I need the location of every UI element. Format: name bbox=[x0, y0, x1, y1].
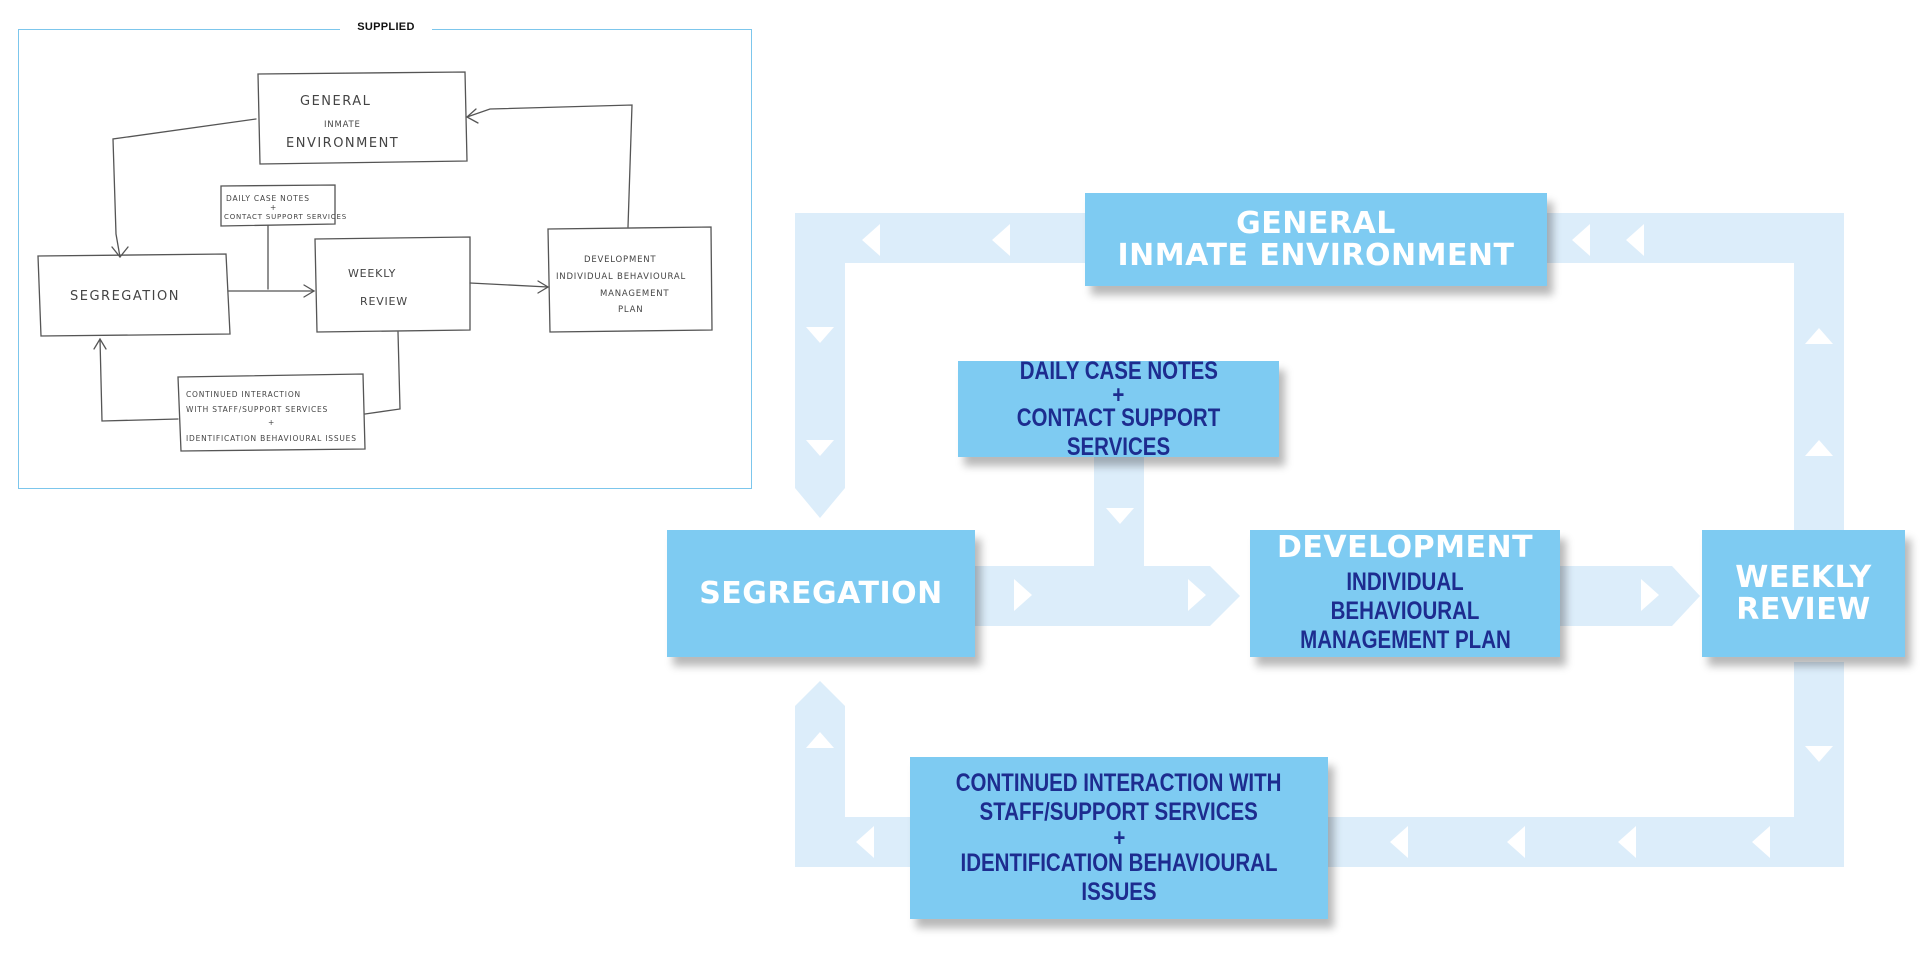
sketch-dev-l3: MANAGEMENT bbox=[600, 289, 669, 299]
chevron-up-1 bbox=[1805, 328, 1833, 344]
chevron-left-7 bbox=[1618, 826, 1636, 858]
sketch-dev-l1: DEVELOPMENT bbox=[584, 255, 656, 265]
sketch-box-segregation bbox=[37, 253, 231, 337]
notes-l2: + bbox=[1112, 380, 1125, 409]
chevron-left-1 bbox=[862, 224, 880, 256]
chevron-right-2 bbox=[1188, 579, 1206, 611]
track-middle-seg-dev bbox=[975, 566, 1240, 626]
sketch-box-weekly bbox=[314, 236, 471, 333]
sketch-box-general bbox=[257, 71, 468, 165]
track-left-down bbox=[795, 213, 845, 518]
chevron-left-9 bbox=[856, 826, 874, 858]
sketch-label: SUPPLIED bbox=[340, 18, 432, 36]
development-l2: MANAGEMENT PLAN bbox=[1299, 626, 1511, 654]
sketch-cont-l2: WITH STAFF/SUPPORT SERVICES bbox=[186, 405, 328, 414]
sketch-box-development bbox=[547, 226, 713, 333]
chevron-left-5 bbox=[1390, 826, 1408, 858]
development-title: DEVELOPMENT bbox=[1276, 530, 1534, 565]
box-continued-interaction: CONTINUED INTERACTION WITH STAFF/SUPPORT… bbox=[910, 757, 1328, 919]
box-segregation: SEGREGATION bbox=[667, 530, 975, 657]
continued-l2: STAFF/SUPPORT SERVICES bbox=[979, 798, 1259, 826]
sketch-segregation: SEGREGATION bbox=[70, 289, 180, 304]
sketch-general-l2: INMATE bbox=[324, 120, 361, 130]
track-bottom-right bbox=[1303, 817, 1844, 867]
continued-l3: + bbox=[1113, 824, 1125, 852]
sketch-box-continued bbox=[177, 373, 366, 452]
chevron-up-2 bbox=[1805, 440, 1833, 456]
sketch-dev-l4: PLAN bbox=[618, 305, 643, 315]
sketch-cont-l4: IDENTIFICATION BEHAVIOURAL ISSUES bbox=[186, 434, 357, 443]
chevron-right-1 bbox=[1014, 579, 1032, 611]
sketch-notes-l3: CONTACT SUPPORT SERVICES bbox=[224, 213, 347, 221]
track-left-up bbox=[795, 681, 845, 867]
chevron-down-3 bbox=[1805, 746, 1833, 762]
chevron-left-3 bbox=[1572, 224, 1590, 256]
chevron-down-2 bbox=[806, 440, 834, 456]
box-general-inmate-environment: GENERAL INMATE ENVIRONMENT bbox=[1085, 193, 1547, 286]
development-l1: INDIVIDUAL BEHAVIOURAL bbox=[1330, 568, 1480, 625]
box-daily-case-notes: DAILY CASE NOTES + CONTACT SUPPORT SERVI… bbox=[958, 357, 1279, 461]
track-right-up bbox=[1794, 213, 1844, 531]
sketch-arrow-cont-to-seg bbox=[99, 338, 179, 422]
sketch-cont-l3: + bbox=[268, 418, 275, 427]
chevron-left-6 bbox=[1507, 826, 1525, 858]
sketch-arrow-general-to-seg bbox=[112, 118, 257, 258]
sketch-general-l1: GENERAL bbox=[300, 94, 371, 109]
sketch-notes-l2: + bbox=[270, 203, 277, 212]
chevron-down-4 bbox=[1106, 508, 1134, 524]
continued-l1: CONTINUED INTERACTION WITH bbox=[956, 769, 1282, 797]
sketch-notes-l1: DAILY CASE NOTES bbox=[226, 194, 310, 203]
continued-l4: IDENTIFICATION BEHAVIOURAL ISSUES bbox=[960, 849, 1278, 906]
notes-l3: CONTACT SUPPORT SERVICES bbox=[1016, 403, 1221, 461]
chevron-right-3 bbox=[1641, 579, 1659, 611]
weekly-l1: WEEKLY bbox=[1735, 559, 1872, 595]
sketch-dev-l2: INDIVIDUAL BEHAVIOURAL bbox=[556, 272, 686, 282]
sketch-weekly-l2: REVIEW bbox=[360, 295, 408, 308]
chevron-up-3 bbox=[806, 732, 834, 748]
sketch-arrow-dev-to-general bbox=[466, 104, 633, 228]
segregation-title: SEGREGATION bbox=[699, 575, 943, 611]
sketch-drawing: GENERAL INMATE ENVIRONMENT DAILY CASE NO… bbox=[37, 71, 713, 452]
chevron-down-1 bbox=[806, 327, 834, 343]
general-title-l2: INMATE ENVIRONMENT bbox=[1117, 237, 1515, 273]
sketch-general-l3: ENVIRONMENT bbox=[286, 136, 399, 151]
notes-l1: DAILY CASE NOTES bbox=[1019, 356, 1218, 385]
sketch-arrow-weekly-to-cont bbox=[364, 331, 401, 415]
box-weekly-review: WEEKLY REVIEW bbox=[1702, 530, 1905, 657]
sketch-box-notes bbox=[220, 184, 336, 227]
general-title-l1: GENERAL bbox=[1236, 205, 1396, 241]
box-development: DEVELOPMENT INDIVIDUAL BEHAVIOURAL MANAG… bbox=[1250, 530, 1560, 657]
track-dev-weekly bbox=[1560, 566, 1700, 626]
sketch-weekly-l1: WEEKLY bbox=[348, 267, 396, 280]
sketch-arrow-weekly-to-dev bbox=[469, 282, 549, 288]
sketch-cont-l1: CONTINUED INTERACTION bbox=[186, 390, 301, 399]
chevron-left-2 bbox=[992, 224, 1010, 256]
weekly-l2: REVIEW bbox=[1736, 591, 1871, 627]
chevron-left-4 bbox=[1626, 224, 1644, 256]
chevron-left-8 bbox=[1752, 826, 1770, 858]
